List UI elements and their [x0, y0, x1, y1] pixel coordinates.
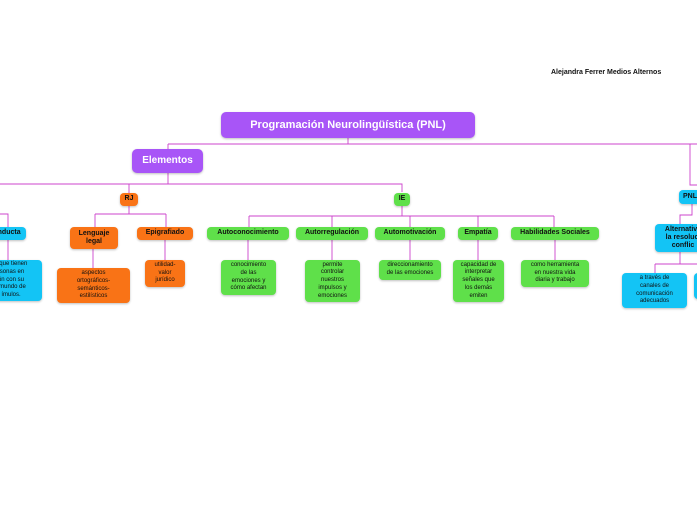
topic-rj-label: RJ	[124, 195, 134, 203]
topic-epigrafiado[interactable]: Epigrafiado	[137, 227, 193, 240]
topic-ie[interactable]: IE	[394, 193, 410, 206]
topic-alternativa-resolucion[interactable]: Alternativa la resoluci conflic	[655, 224, 697, 252]
topic-pnl-label: PNL	[683, 192, 697, 200]
autorregulacion-description[interactable]: permite controlar nuestros impulsos y em…	[305, 260, 360, 302]
autoconocimiento-description[interactable]: conocimiento de las emociones y cómo afe…	[221, 260, 276, 295]
automotivacion-description[interactable]: direccionamiento de las emociones	[379, 260, 441, 280]
topic-empatia[interactable]: Empatía	[458, 227, 498, 240]
topic-conducta-label: onducta	[0, 229, 21, 237]
topic-autoconocimiento[interactable]: Autoconocimiento	[207, 227, 289, 240]
empatia-description[interactable]: capacidad de interpretar señales que los…	[453, 260, 504, 302]
topic-pnl[interactable]: PNL	[679, 190, 697, 204]
link-rj-children	[94, 206, 167, 227]
topic-elementos[interactable]: Elementos	[132, 149, 203, 173]
topic-autorregulacion[interactable]: Autorregulación	[296, 227, 368, 240]
topic-habilidades-sociales[interactable]: Habilidades Sociales	[511, 227, 599, 240]
author-label: Alejandra Ferrer Medios Alternos	[551, 69, 662, 76]
topic-ie-label: IE	[398, 195, 406, 203]
topic-elementos-label: Elementos	[142, 155, 193, 167]
root-topic[interactable]: Programación Neurolingüística (PNL)	[221, 112, 475, 138]
link-ie-children	[248, 206, 555, 227]
lenguaje-legal-description[interactable]: aspectos ortográficos- semánticos- estil…	[57, 268, 130, 303]
topic-partial-right[interactable]	[694, 273, 697, 299]
link-ie-descs	[247, 240, 556, 260]
link-elementos-children	[0, 173, 403, 193]
habilidades-sociales-description[interactable]: como herramienta en nuestra vida diaria …	[521, 260, 589, 287]
root-topic-label: Programación Neurolingüística (PNL)	[250, 118, 446, 131]
link-alternativa-desc	[654, 252, 697, 273]
conducta-description[interactable]: s que tienen rsonas en ón con su l mundo…	[0, 260, 42, 301]
link-conducta	[0, 213, 9, 227]
topic-lenguaje-legal[interactable]: Lenguaje legal	[70, 227, 118, 249]
epigrafiado-description[interactable]: utilidad- valor jurídico	[145, 260, 185, 287]
topic-rj[interactable]: RJ	[120, 193, 138, 206]
link-root-elementos	[167, 138, 697, 150]
topic-conducta[interactable]: onducta	[0, 227, 26, 240]
alternativa-description[interactable]: a través de canales de comunicación adec…	[622, 273, 687, 308]
topic-automotivacion[interactable]: Automotivación	[375, 227, 445, 240]
link-pnl-alternativa	[679, 204, 693, 224]
link-root-pnl	[689, 144, 697, 186]
